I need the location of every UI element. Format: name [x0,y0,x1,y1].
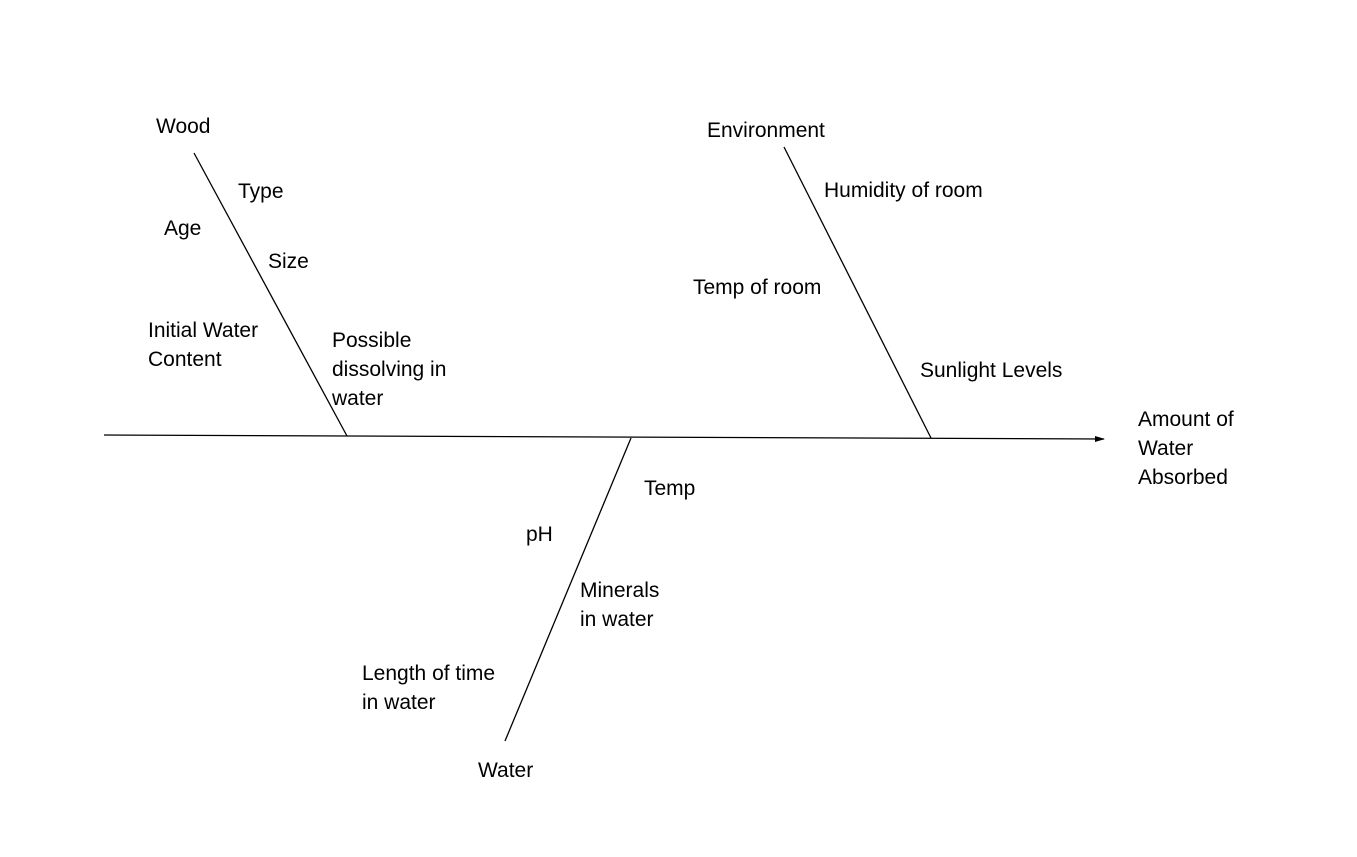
spine-arrow [103,434,1105,442]
cause-size: Size [268,250,309,273]
category-title-environment: Environment [707,119,825,142]
cause-ph: pH [526,523,553,546]
environment-bone [783,146,932,439]
effect-label: Amount of Water Absorbed [1138,408,1234,489]
cause-temp-of-room: Temp of room [693,276,822,299]
cause-type: Type [238,180,284,203]
cause-temp: Temp [644,477,696,500]
cause-length-of-time: Length of time in water [362,662,496,714]
cause-possible-dissolving: Possible dissolving in water [332,329,447,410]
cause-minerals-in-water: Minerals in water [580,579,660,631]
wood-bone [193,152,348,437]
category-title-wood: Wood [156,115,211,138]
cause-humidity-of-room: Humidity of room [824,179,983,202]
cause-age: Age [164,217,202,240]
cause-sunlight-levels: Sunlight Levels [920,359,1063,382]
cause-initial-water-content: Initial Water Content [148,319,259,371]
water-bone [504,437,632,742]
category-title-water: Water [478,759,534,782]
